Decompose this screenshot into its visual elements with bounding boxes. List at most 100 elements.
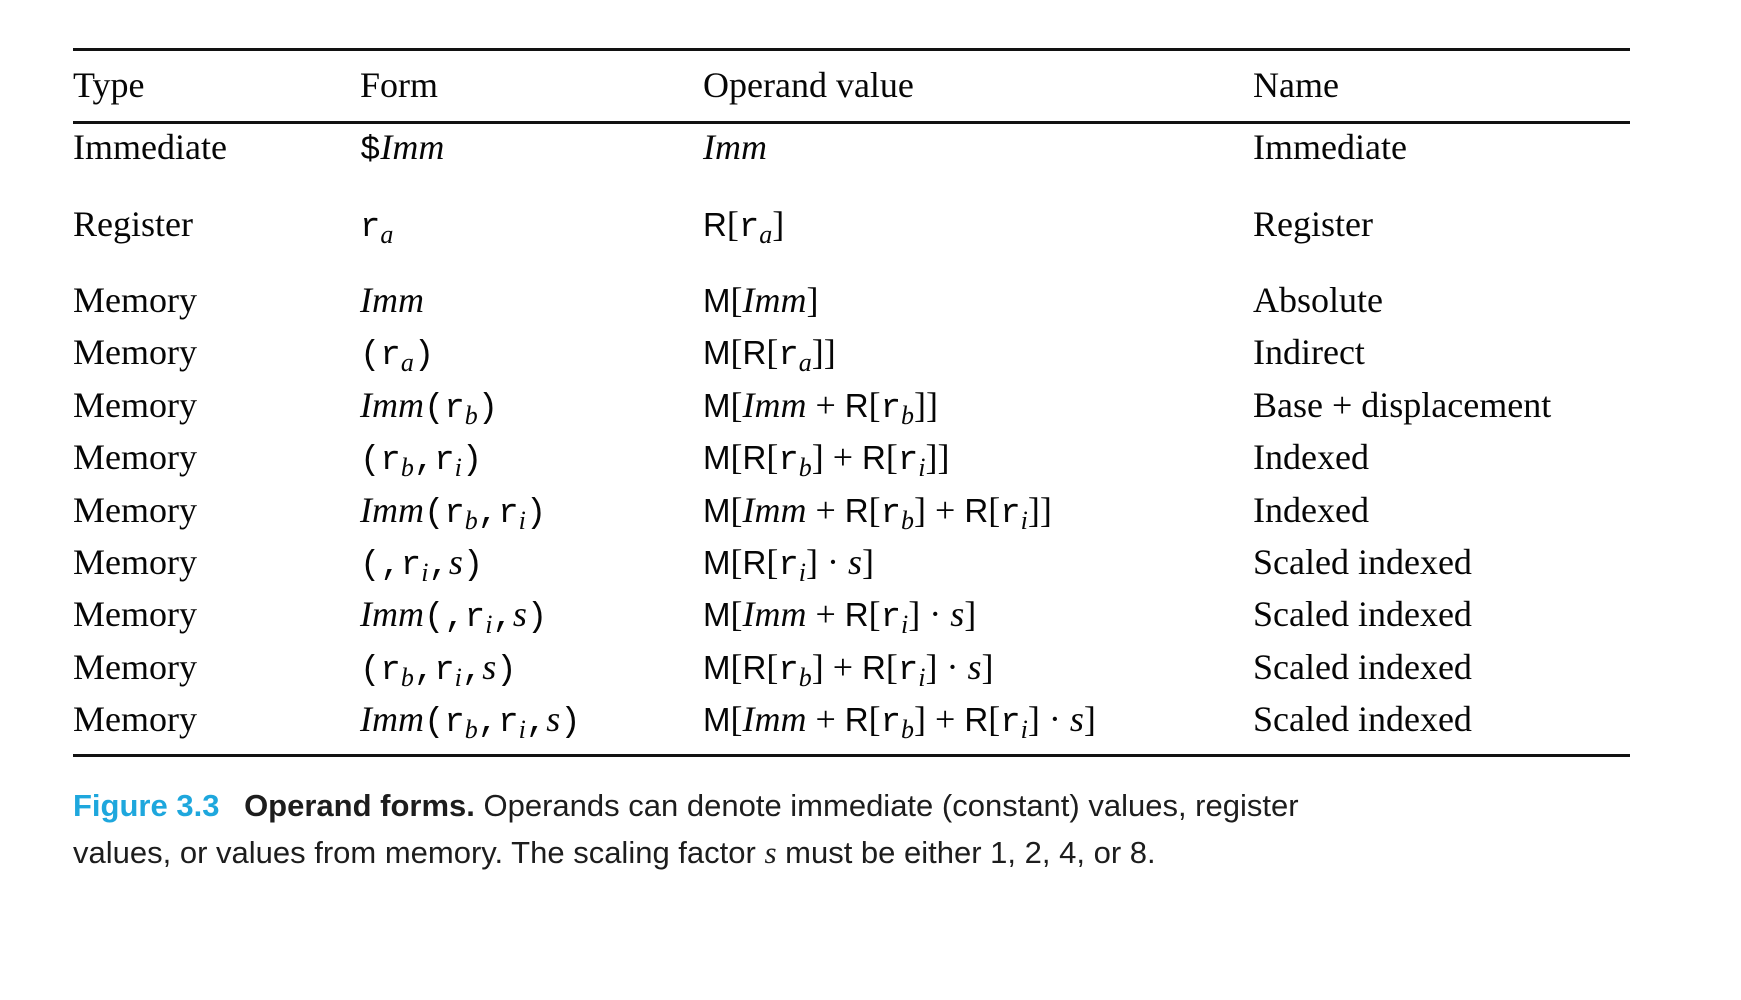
notation-run-rm: +	[806, 385, 845, 425]
notation-run-rm: ] ·	[805, 542, 848, 582]
notation-run-sub: a	[380, 220, 394, 249]
notation-run-rm: ]]	[811, 332, 836, 372]
notation-run-mono: ,r	[413, 652, 455, 690]
notation-run-mono: )	[496, 652, 517, 690]
notation-run-rm: ] +	[914, 490, 965, 530]
notation-run-sans: M	[703, 649, 731, 686]
notation-run-mono: ,	[525, 704, 547, 742]
notation-run-sub: b	[464, 401, 478, 430]
notation-run-it: s	[1069, 699, 1084, 739]
notation-run-it: Imm	[380, 127, 445, 167]
notation-run-sans: R	[964, 492, 989, 529]
notation-run-it: Imm	[360, 490, 424, 530]
figure-caption: Figure 3.3 Operand forms. Operands can d…	[73, 782, 1299, 876]
table-row: Memory(,ri,s)M[R[ri] · s]Scaled indexed	[73, 536, 1630, 588]
notation-run-mono: (r	[360, 442, 401, 480]
notation-run-rm: [	[766, 437, 779, 477]
notation-run-sub: i	[918, 453, 926, 482]
notation-run-mono: r	[897, 442, 919, 480]
notation-run-sub: b	[464, 506, 478, 535]
cell-name: Scaled indexed	[1253, 647, 1472, 687]
notation-run-mono: r	[778, 652, 799, 690]
cell-name: Scaled indexed	[1253, 699, 1472, 739]
notation-run-it: s	[546, 699, 561, 739]
notation-run-rm: ]	[861, 542, 874, 582]
caption-text-1: Operands can denote immediate (constant)…	[483, 788, 1299, 823]
notation-run-rm: [	[885, 647, 898, 687]
notation-run-sub: i	[798, 558, 806, 587]
caption-text-2: values, or values from memory. The scali…	[73, 835, 765, 870]
notation-run-sub: i	[901, 610, 909, 639]
notation-run-mono: r	[778, 337, 799, 375]
notation-run-rm: ] ·	[908, 594, 951, 634]
notation-run-sans: M	[703, 387, 731, 424]
notation-run-sub: i	[518, 506, 526, 535]
notation-run-sub: a	[798, 348, 812, 377]
notation-run-rm: [	[730, 490, 743, 530]
notation-run-mono: r	[1000, 704, 1021, 742]
notation-run-mono: )	[462, 547, 484, 585]
notation-run-rm: [	[766, 542, 779, 582]
notation-run-mono: )	[477, 390, 499, 428]
notation-run-rm: ]	[1083, 699, 1096, 739]
notation-run-sub: i	[918, 663, 926, 692]
notation-run-mono: (r	[423, 390, 465, 428]
cell-form: ra	[360, 198, 393, 261]
notation-run-rm: ] ·	[1027, 699, 1070, 739]
notation-run-sans: M	[703, 282, 731, 319]
cell-type: Memory	[73, 699, 197, 739]
notation-run-rm: ]	[806, 280, 819, 320]
notation-run-sans: R	[844, 387, 869, 424]
notation-run-sub: i	[454, 663, 462, 692]
notation-run-sans: M	[703, 701, 731, 738]
figure-number-label: Figure 3.3	[73, 788, 220, 823]
notation-run-it: s	[950, 594, 965, 634]
cell-name: Indexed	[1253, 437, 1369, 477]
notation-run-mono: (r	[423, 495, 465, 533]
notation-run-mono: )	[525, 495, 547, 533]
caption-line-1: Figure 3.3 Operand forms. Operands can d…	[73, 782, 1299, 829]
notation-run-mono: (,r	[360, 547, 422, 585]
cell-form: Imm(,ri,s)	[360, 588, 547, 651]
notation-run-rm: [	[730, 385, 743, 425]
notation-run-rm: ]	[981, 647, 994, 687]
notation-run-sub: b	[901, 715, 915, 744]
table-rule-top	[73, 48, 1630, 51]
cell-name: Register	[1253, 204, 1373, 244]
notation-run-sans: R	[844, 701, 869, 738]
notation-run-rm: ]]	[925, 437, 950, 477]
cell-type: Memory	[73, 490, 197, 530]
notation-run-mono: ,	[461, 652, 483, 690]
notation-run-rm: ]	[964, 594, 977, 634]
notation-run-rm: [	[730, 647, 743, 687]
cell-type: Memory	[73, 385, 197, 425]
column-header-type: Type	[73, 65, 145, 105]
notation-run-sans: R	[844, 492, 869, 529]
notation-run-it: Imm	[360, 594, 424, 634]
caption-line-2: values, or values from memory. The scali…	[73, 829, 1299, 876]
notation-run-it: Imm	[360, 280, 424, 320]
notation-run-mono: r	[360, 209, 381, 247]
notation-run-rm: [	[988, 490, 1001, 530]
cell-type: Memory	[73, 332, 197, 372]
notation-run-mono: $	[360, 132, 381, 170]
notation-run-rm: [	[868, 594, 881, 634]
notation-run-rm: [	[730, 699, 743, 739]
notation-run-sub: i	[1020, 506, 1028, 535]
cell-form: $Imm	[360, 121, 444, 177]
notation-run-sans: R	[862, 439, 886, 476]
column-header-operand-value: Operand value	[703, 65, 914, 105]
cell-name: Base + displacement	[1253, 385, 1552, 425]
notation-run-rm: ] ·	[925, 647, 968, 687]
notation-run-sub: a	[400, 348, 414, 377]
notation-run-mono: ,	[492, 599, 513, 637]
cell-operand-value: M[R[ri] · s]	[703, 536, 874, 599]
notation-run-mono: )	[413, 337, 435, 375]
cell-form: (rb,ri,s)	[360, 641, 517, 704]
column-header-name: Name	[1253, 65, 1339, 105]
notation-run-mono: ,r	[477, 495, 519, 533]
cell-form: (rb,ri)	[360, 431, 482, 494]
cell-form: (ra)	[360, 326, 434, 389]
